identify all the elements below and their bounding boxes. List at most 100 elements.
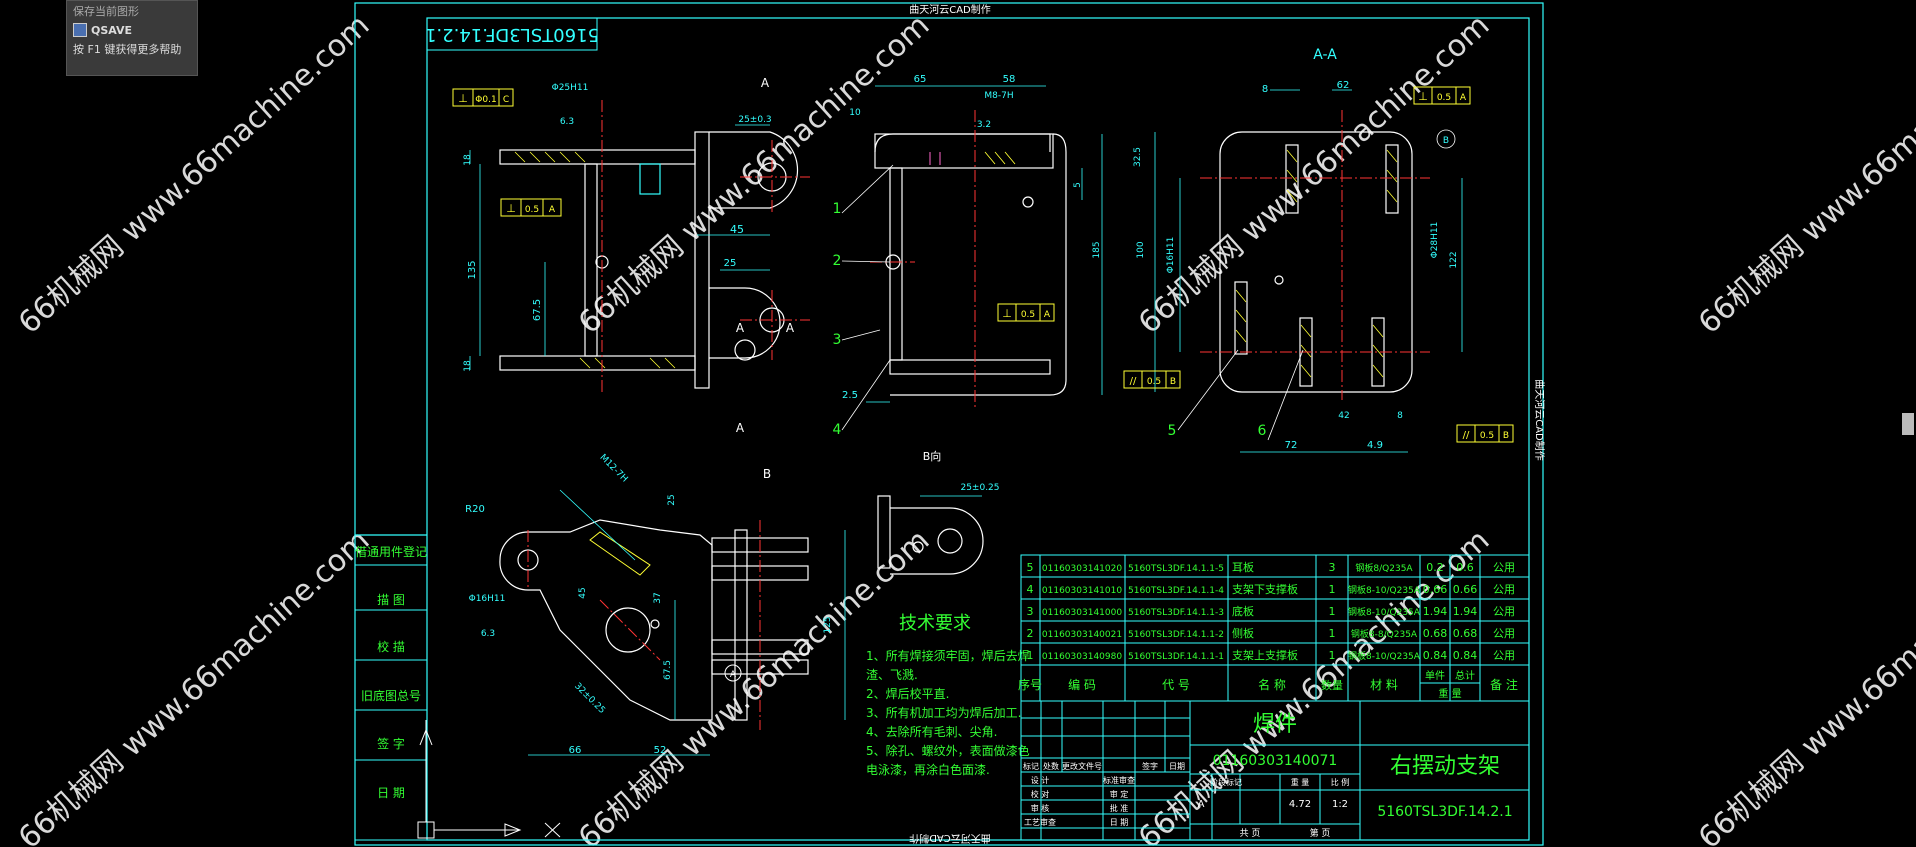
dim-label: 32±0.25 (572, 681, 607, 716)
datum-b-label: B (1443, 136, 1449, 146)
section-label: A (786, 321, 795, 335)
title-cell: 重 量 (1291, 777, 1310, 787)
dim-label: 45 (578, 587, 588, 598)
tech-req-item: 3、所有机加工均为焊后加工. (866, 705, 1021, 720)
strip-label: 签 字 (377, 736, 405, 751)
dim-label: 185 (1092, 241, 1102, 258)
dim-label: 52 (654, 745, 667, 756)
bom-header-cell: 总计 (1455, 669, 1475, 682)
bottom-view: R20 M12-7H 25 45 37 Φ16H11 6.3 32±0.25 6… (465, 453, 846, 756)
title-part-name: 右摆动支架 (1390, 754, 1500, 779)
dim-label: 67.5 (663, 660, 673, 680)
bom-cell: 1 (1329, 583, 1336, 596)
dim-label: 67.5 (532, 299, 543, 321)
bom-cell: 钢板8-10/Q235A (1348, 584, 1421, 596)
technical-requirements: 技术要求 1、所有焊接须牢固，焊后去焊 渣、飞溅. 2、焊后校平直. 3、所有机… (866, 613, 1030, 777)
dim-label: 3.2 (977, 120, 991, 130)
watermark: 66机械网 www.66machine.com (572, 523, 936, 847)
svg-text:B: B (1503, 431, 1509, 441)
svg-text:A: A (549, 205, 556, 215)
title-cell: 工艺审查 (1024, 817, 1056, 827)
bom-header-cell: 数量 (1321, 679, 1343, 692)
dim-label: 45 (730, 223, 744, 236)
strip-label: 借通用件登记 (355, 544, 427, 559)
title-cell: 标记 (1023, 761, 1039, 771)
dim-label: 4.9 (1367, 440, 1383, 451)
dim-label: 25 (667, 494, 677, 505)
title-cell: 审 定 (1110, 789, 1129, 799)
bom-cell: 2 (1027, 627, 1034, 640)
bom-cell: 1 (1329, 649, 1336, 662)
dim-label: 25±0.25 (960, 483, 999, 493)
title-cell: 1:2 (1332, 799, 1348, 810)
vertical-scrollbar-thumb[interactable] (1902, 413, 1914, 435)
dim-label: Φ16H11 (1166, 237, 1176, 274)
bom-cell: 01160303141000 (1042, 608, 1122, 618)
bom-cell: 01160303140021 (1042, 630, 1122, 640)
dim-label: 25 (724, 258, 737, 269)
balloon-number: 5 (1168, 423, 1177, 439)
section-aa-view: A-A (1133, 47, 1463, 453)
ucs-icon (417, 720, 561, 839)
bom-cell: 耳板 (1232, 560, 1254, 574)
title-cell: A (1198, 799, 1205, 810)
dim-label: 18 (463, 360, 473, 372)
watermark: 66机械网 www.66machine.com (1692, 8, 1916, 341)
bom-cell: 底板 (1232, 604, 1254, 618)
frame-bottom-note: 曲天河云CAD制作 (909, 832, 991, 845)
strip-label: 描 图 (377, 593, 405, 607)
bom-table (1020, 554, 1530, 702)
tolerance-frame-perp05b: ⊥ 0.5 A (997, 303, 1055, 322)
watermark: 66机械网 www.66machine.com (12, 523, 376, 847)
title-cell: 共 页 (1240, 828, 1261, 839)
bom-cell: 钢板8-8/Q235A (1351, 628, 1418, 640)
title-cell: 校 对 (1031, 789, 1050, 799)
bom-cell: 5160TSL3DF.14.1.1-5 (1128, 564, 1224, 574)
bom-cell: 0.66 (1453, 583, 1478, 596)
tech-req-item: 电泳漆，再涂白色面漆. (866, 762, 990, 777)
tech-req-title: 技术要求 (899, 613, 971, 634)
bom-cell: 0.84 (1423, 649, 1448, 662)
section-title-aa: A-A (1313, 47, 1337, 63)
tolerance-frame-par05a: // 0.5 B (1123, 370, 1181, 389)
front-view: 18 18 135 67.5 45 25 25±0.3 Φ25H11 6.3 A… (463, 76, 810, 435)
left-strip (354, 534, 428, 841)
bom-header-cell: 序号 (1018, 677, 1042, 692)
dim-label: Φ25H11 (552, 83, 589, 93)
tech-req-item: 5、除孔、螺纹外，表面做漆色 (866, 743, 1030, 758)
dim-label: 8 (1262, 84, 1268, 95)
bom-cell: 01160303141020 (1042, 564, 1122, 574)
svg-text:A: A (1460, 93, 1467, 103)
svg-text:Φ0.1: Φ0.1 (475, 95, 496, 105)
bom-cell: 公用 (1493, 605, 1515, 618)
dim-label: 58 (1003, 74, 1016, 85)
title-cell: 处数 (1043, 761, 1059, 771)
title-cell: 4.72 (1289, 799, 1311, 810)
tooltip-command: QSAVE (67, 21, 197, 39)
title-cell: 批 准 (1110, 803, 1129, 813)
dim-label: M12-7H (598, 453, 630, 485)
svg-text:C: C (503, 95, 509, 105)
svg-text:0.5: 0.5 (1480, 431, 1494, 441)
title-type-name: 焊件 (1253, 712, 1297, 737)
tech-req-item: 4、去除所有毛刺、尖角. (866, 724, 997, 739)
bom-cell: 公用 (1493, 561, 1515, 574)
svg-text://: // (1130, 376, 1137, 387)
title-cell: 标准审查 (1103, 775, 1135, 785)
title-cell: 日期 (1169, 762, 1185, 771)
tooltip-command-label: QSAVE (91, 23, 133, 37)
dim-label: 122 (1449, 251, 1459, 268)
bom-cell: 0.6 (1456, 561, 1474, 574)
tech-req-item: 2、焊后校平直. (866, 686, 949, 701)
tech-req-item: 渣、飞溅. (866, 667, 918, 682)
dim-label: 5 (1073, 182, 1083, 188)
bom-header-cell: 材 料 (1370, 678, 1398, 692)
bom-header-cell: 名 称 (1258, 677, 1286, 692)
bom-cell: 01160303141010 (1042, 586, 1122, 596)
tooltip-hint: 按 F1 键获得更多帮助 (73, 43, 182, 56)
title-cell: 日 期 (1110, 818, 1129, 827)
